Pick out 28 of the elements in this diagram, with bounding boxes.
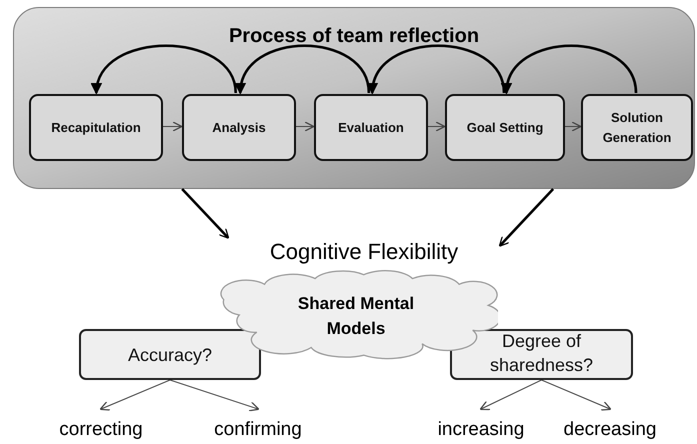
arrow [368,44,506,94]
question-box: Accuracy? [79,329,261,380]
outcome-label: confirming [214,419,302,441]
arrow [100,380,170,411]
outcome-label: correcting [59,419,143,441]
arrow [502,44,638,94]
arrow [181,188,230,239]
arrow [170,380,260,412]
arrow [426,121,446,132]
question-box: Degree of sharedness? [450,329,633,380]
outcome-label: increasing [438,419,524,441]
arrow [564,121,582,132]
outcome-label: decreasing [564,419,656,441]
arrow [92,44,237,94]
process-step-box: Recapitulation [29,94,163,161]
concept-label: Cognitive Flexibility [270,239,458,265]
arrow [480,380,542,410]
arrow [236,44,370,94]
process-step-box: Solution Generation [581,94,693,161]
arrow [294,121,315,132]
arrow [498,188,554,247]
process-step-box: Analysis [182,94,296,161]
process-step-box: Goal Setting [445,94,565,161]
arrow [541,380,612,411]
process-step-box: Evaluation [314,94,428,161]
process-panel [13,7,695,189]
arrow [162,121,183,132]
panel-title: Process of team reflection [228,25,480,48]
